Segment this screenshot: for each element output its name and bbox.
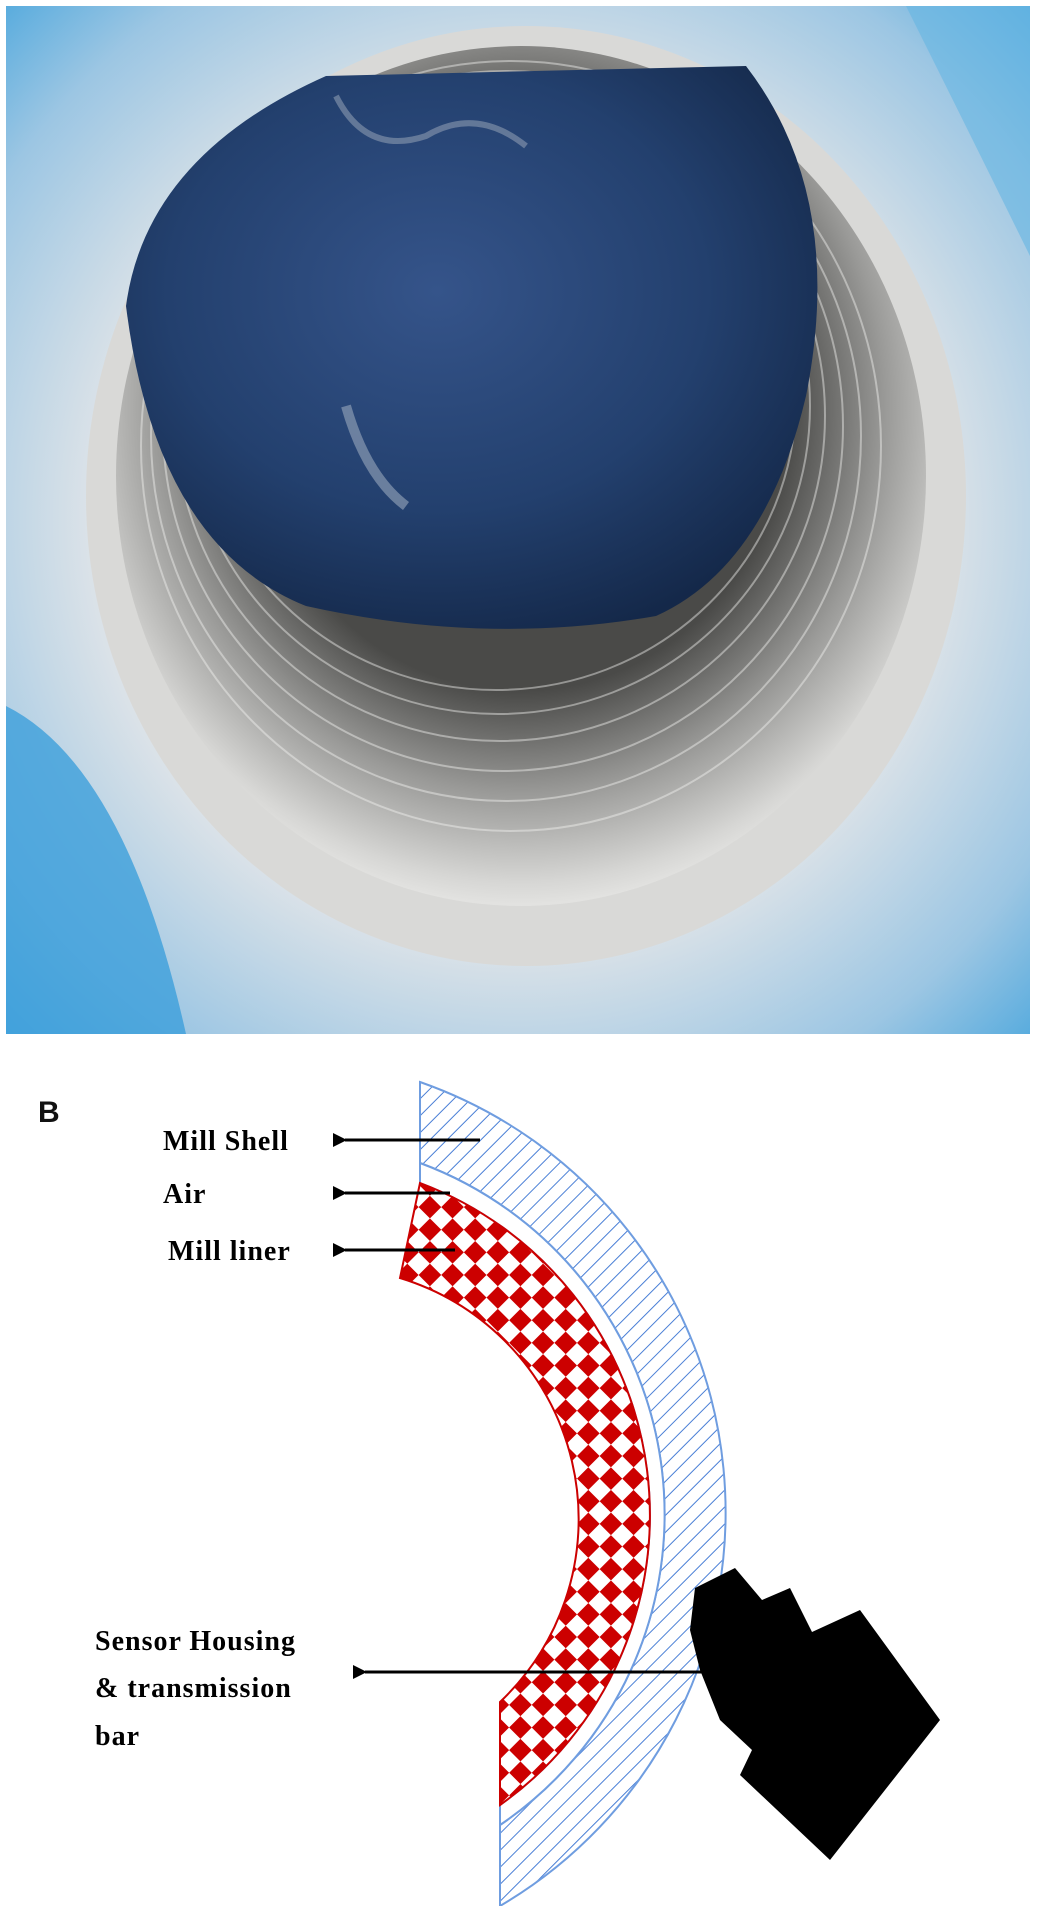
mill-shell-label: Mill Shell — [163, 1126, 289, 1157]
mill-cross-section-diagram: Mill Shell Air Mill liner Sensor Housing… — [95, 1080, 940, 1906]
air-label: Air — [163, 1179, 206, 1210]
panel-b-label: B — [38, 1096, 60, 1129]
sensor-label-line3: bar — [95, 1721, 140, 1752]
mill-shell-hole-photo — [6, 6, 1030, 1034]
mill-liner-band — [398, 1181, 651, 1807]
pipe-interior-disc — [126, 66, 818, 629]
sensor-housing — [690, 1568, 940, 1860]
mill-liner-label: Mill liner — [168, 1236, 291, 1267]
sensor-label-line1: Sensor Housing — [95, 1626, 296, 1657]
sensor-label-line2: & transmission — [95, 1673, 292, 1704]
